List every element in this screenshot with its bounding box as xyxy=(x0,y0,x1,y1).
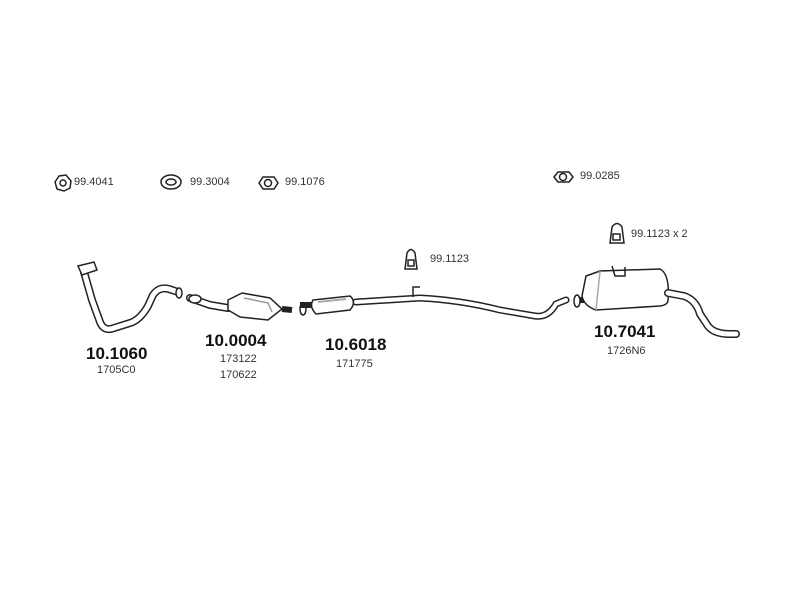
centre-silencer-icon xyxy=(299,286,570,320)
clamp-icon xyxy=(553,171,574,183)
oe-reference: 1726N6 xyxy=(607,345,646,357)
rubber-hanger-icon xyxy=(404,248,418,270)
part-number: 10.1060 xyxy=(86,344,148,363)
gasket-ring-icon xyxy=(54,174,72,192)
hardware-label: 99.0285 xyxy=(580,170,620,182)
part-number: 10.6018 xyxy=(325,335,387,354)
clamp-icon xyxy=(258,176,279,190)
hardware-label: 99.1123 x 2 xyxy=(631,228,688,240)
oe-reference: 173122 xyxy=(220,353,257,365)
hardware-label: 99.1123 xyxy=(430,253,469,265)
hardware-label: 99.4041 xyxy=(74,176,114,188)
oe-reference: 171775 xyxy=(336,358,373,370)
hardware-label: 99.3004 xyxy=(190,176,230,188)
oe-reference: 170622 xyxy=(220,369,257,381)
hardware-label: 99.1076 xyxy=(285,176,325,188)
part-number: 10.7041 xyxy=(594,322,656,341)
flange-gasket-icon xyxy=(160,174,182,190)
catalytic-converter-icon xyxy=(186,292,293,321)
oe-reference: 1705C0 xyxy=(97,364,136,376)
part-number: 10.0004 xyxy=(205,331,267,350)
front-pipe-icon xyxy=(76,261,183,334)
rear-silencer-icon xyxy=(573,265,740,338)
rubber-hanger-icon xyxy=(609,222,625,244)
